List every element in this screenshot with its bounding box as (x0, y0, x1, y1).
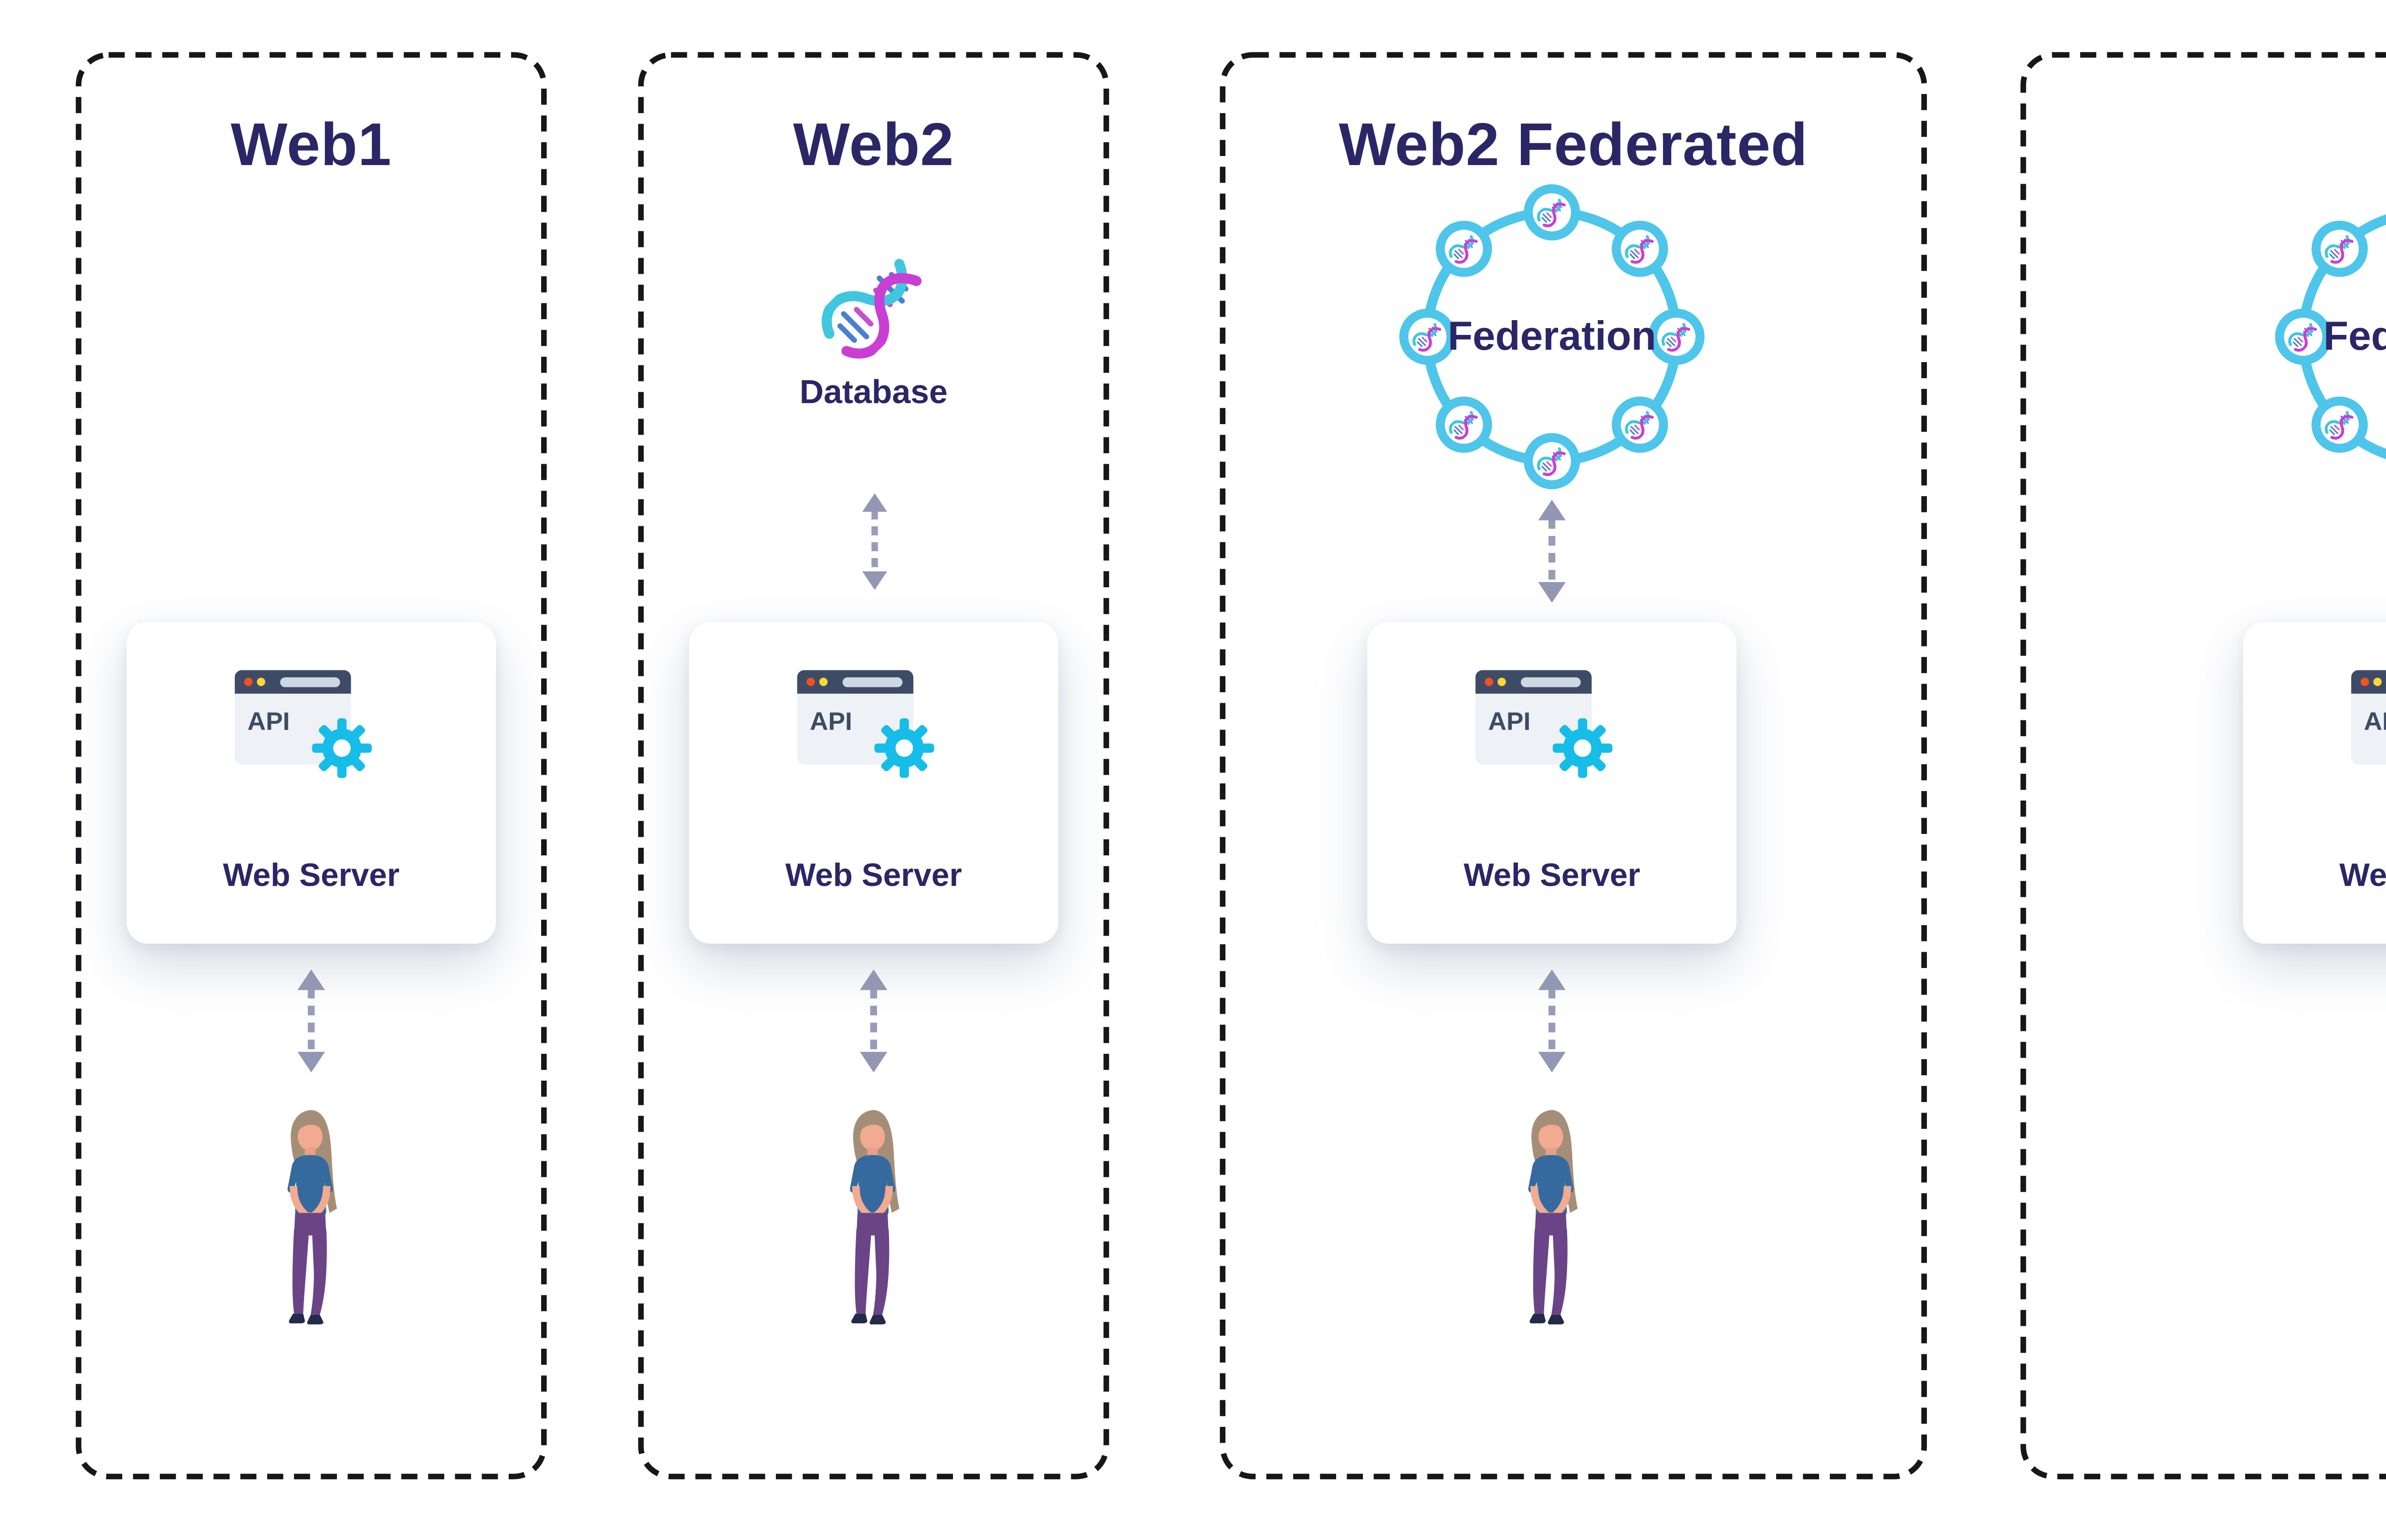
panel-dashed-border (638, 52, 1109, 1479)
web-server-card: Web Server (2243, 622, 2386, 944)
person-figure (1520, 1107, 1584, 1332)
web-server-label: Web Server (1464, 858, 1641, 895)
api-window-icon (235, 669, 377, 787)
panel-web3: Web3 Federation Web Server Blockchain Bi… (2020, 52, 2386, 1480)
web-server-label: Web Server (223, 858, 400, 895)
federation-label: Federation (1448, 313, 1656, 359)
person-figure (841, 1107, 906, 1332)
web-server-label: Web Server (2339, 858, 2386, 895)
panel-web1: Web1 Web Server (75, 52, 547, 1480)
web-server-card: Web Server (126, 622, 496, 944)
panel-title-web1: Web1 (230, 111, 392, 178)
dashed-double-arrow-database-server (859, 493, 887, 590)
person-figure (279, 1107, 344, 1332)
dashed-double-arrow-federation-server (1537, 500, 1567, 603)
web-server-card: Web Server (1367, 622, 1737, 944)
api-window-icon (797, 669, 939, 787)
federation-ring-icon: Federation (1370, 133, 1735, 541)
federation-label: Federation (2323, 313, 2386, 359)
dashed-double-arrow-server-user (296, 969, 326, 1072)
panel-title-web2: Web2 (793, 111, 954, 178)
federation-ring-icon: Federation (2245, 133, 2386, 541)
panel-dashed-border (75, 52, 547, 1479)
dashed-double-arrow-server-user (858, 969, 889, 1072)
panel-web2-federated: Web2 Federated Federation Web Server (1219, 52, 1927, 1480)
web-server-card: Web Server (689, 622, 1058, 944)
panel-web2: Web2 Database Web Server (638, 52, 1110, 1480)
web-server-label: Web Server (785, 858, 962, 895)
panel-title-web2-federated: Web2 Federated (1339, 111, 1808, 178)
api-window-icon (2351, 669, 2386, 787)
dashed-double-arrow-server-user (1537, 969, 1567, 1072)
panel-dashed-border (1220, 52, 1927, 1479)
dna-helix-icon (805, 238, 942, 375)
api-window-icon (1476, 669, 1617, 787)
database-label: Database (799, 375, 948, 412)
